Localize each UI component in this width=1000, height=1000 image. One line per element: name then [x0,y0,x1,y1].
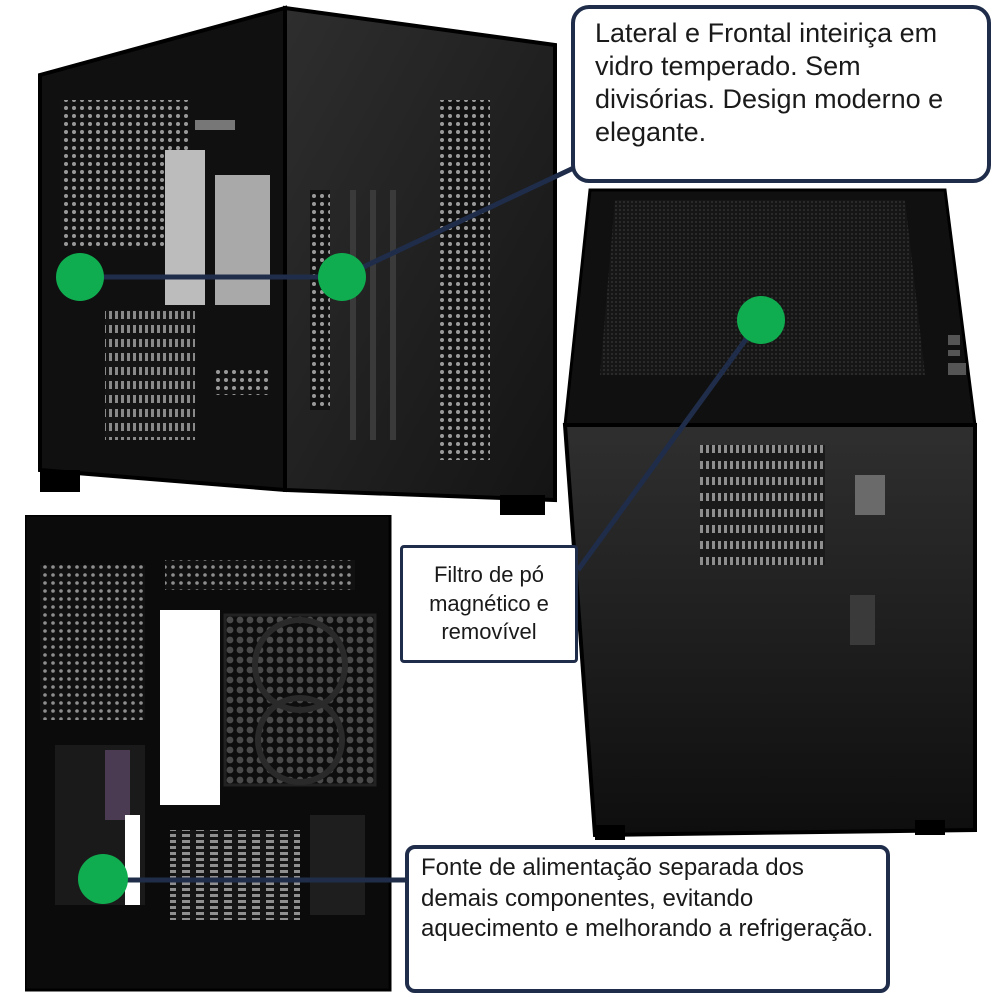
glass-marker-right [317,252,367,302]
glass-callout-text: Lateral e Frontal inteiriça em vidro tem… [595,18,944,147]
filter-callout: Filtro de pó magnético e removível [400,545,578,663]
glass-callout: Lateral e Frontal inteiriça em vidro tem… [571,5,991,183]
psu-marker [77,853,129,905]
filter-marker [736,295,786,345]
psu-callout: Fonte de alimentação separada dos demais… [405,845,890,993]
case-top-view [555,185,1000,845]
glass-marker-left [55,252,105,302]
psu-callout-text: Fonte de alimentação separada dos demais… [421,854,874,943]
case-side-view [25,515,400,1000]
filter-callout-text: Filtro de pó magnético e removível [429,562,549,645]
